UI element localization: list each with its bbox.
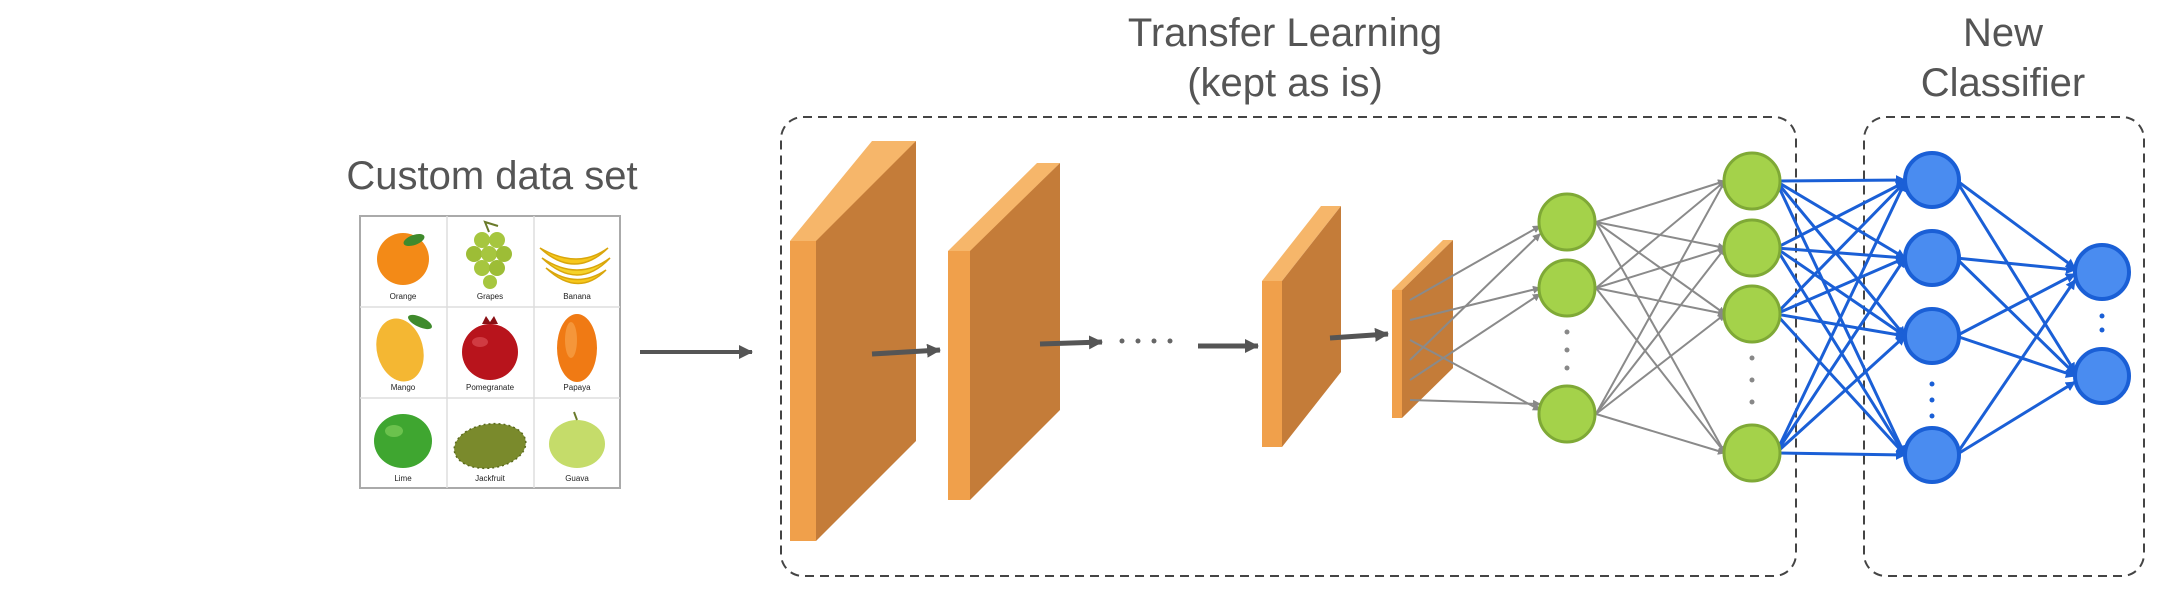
- neuron: [1722, 284, 1782, 344]
- fruit-orange: Orange: [377, 233, 429, 301]
- hidden-layer-1: [1537, 192, 1597, 444]
- fruit-lime: Lime: [374, 414, 432, 483]
- fruit-jackfruit: Jackfruit: [453, 422, 527, 483]
- neuron: [1722, 151, 1782, 211]
- hidden-layer-2-ellipsis: [1749, 355, 1755, 405]
- conv-ellipsis: [1119, 338, 1173, 344]
- conv-arrows: [871, 327, 1389, 358]
- neuron: [1537, 258, 1597, 318]
- dataset-title: Custom data set: [346, 154, 637, 198]
- neuron: [2073, 347, 2131, 405]
- conv-block-2: [948, 163, 1060, 500]
- fruit-label: Jackfruit: [475, 474, 506, 483]
- new-classifier-subtitle: Classifier: [1921, 61, 2085, 105]
- neuron: [2073, 243, 2131, 301]
- new-classifier-title: New: [1963, 11, 2043, 55]
- neuron: [1903, 307, 1961, 365]
- neuron: [1722, 423, 1782, 483]
- fruit-label: Lime: [394, 474, 412, 483]
- neuron: [1903, 229, 1961, 287]
- fruit-label: Papaya: [563, 383, 591, 392]
- classifier-layer: [1903, 151, 1961, 484]
- blue-edges-classifier-to-output: [1954, 178, 2077, 457]
- blue-edges-hidden-to-classifier: [1774, 175, 1907, 460]
- fruit-guava: Guava: [549, 411, 605, 483]
- conv-block-1: [790, 141, 916, 541]
- conv-block-3: [1262, 206, 1341, 447]
- fruit-grapes: Grapes: [466, 220, 512, 301]
- gray-edges-conv-to-hidden: [1409, 225, 1541, 411]
- hidden-layer-2: [1722, 151, 1782, 483]
- output-layer: [2073, 243, 2131, 405]
- transfer-learning-subtitle: (kept as is): [1187, 61, 1383, 105]
- neuron: [1903, 426, 1961, 484]
- fruit-pomegranate: Pomegranate: [462, 316, 518, 392]
- fruit-banana: Banana: [539, 247, 611, 301]
- fruit-papaya: Papaya: [557, 314, 597, 392]
- hidden-layer-1-ellipsis: [1564, 329, 1570, 371]
- fruit-label: Grapes: [477, 292, 503, 301]
- transfer-learning-box: [780, 116, 1797, 577]
- gray-edges-hidden: [1595, 179, 1726, 455]
- fruit-label: Pomegranate: [466, 383, 515, 392]
- conv-block-4: [1392, 240, 1453, 418]
- neuron: [1722, 218, 1782, 278]
- neuron: [1903, 151, 1961, 209]
- fruit-label: Mango: [391, 383, 416, 392]
- neuron: [1537, 192, 1597, 252]
- fruit-mango: Mango: [376, 314, 432, 392]
- classifier-layer-ellipsis: [1929, 381, 1935, 419]
- fruit-label: Guava: [565, 474, 589, 483]
- output-layer-ellipsis: [2099, 313, 2105, 333]
- dataset-grid: Orange Grapes Banana Mango Pomegranate: [359, 215, 621, 489]
- transfer-learning-title: Transfer Learning: [1128, 11, 1442, 55]
- fruit-label: Orange: [390, 292, 417, 301]
- fruit-label: Banana: [563, 292, 591, 301]
- neuron: [1537, 384, 1597, 444]
